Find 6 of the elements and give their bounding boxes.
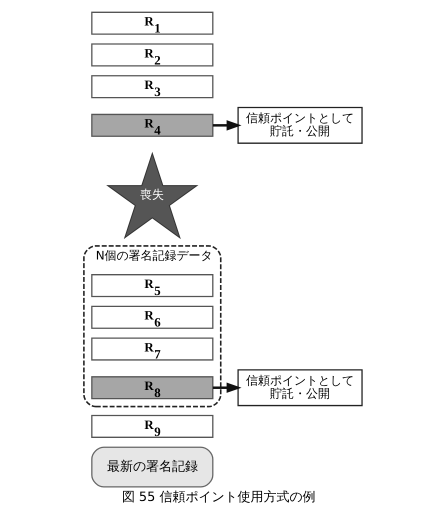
node-box: 信頼ポイントとして貯託・公開 — [237, 369, 363, 406]
arrow — [212, 382, 242, 393]
caption: 図 55 信頼ポイント使用方式の例 — [122, 490, 316, 506]
arrow — [212, 120, 242, 131]
node-box: 信頼ポイントとして貯託・公開 — [237, 106, 363, 144]
node-box: 最新の署名記録 — [91, 446, 214, 488]
